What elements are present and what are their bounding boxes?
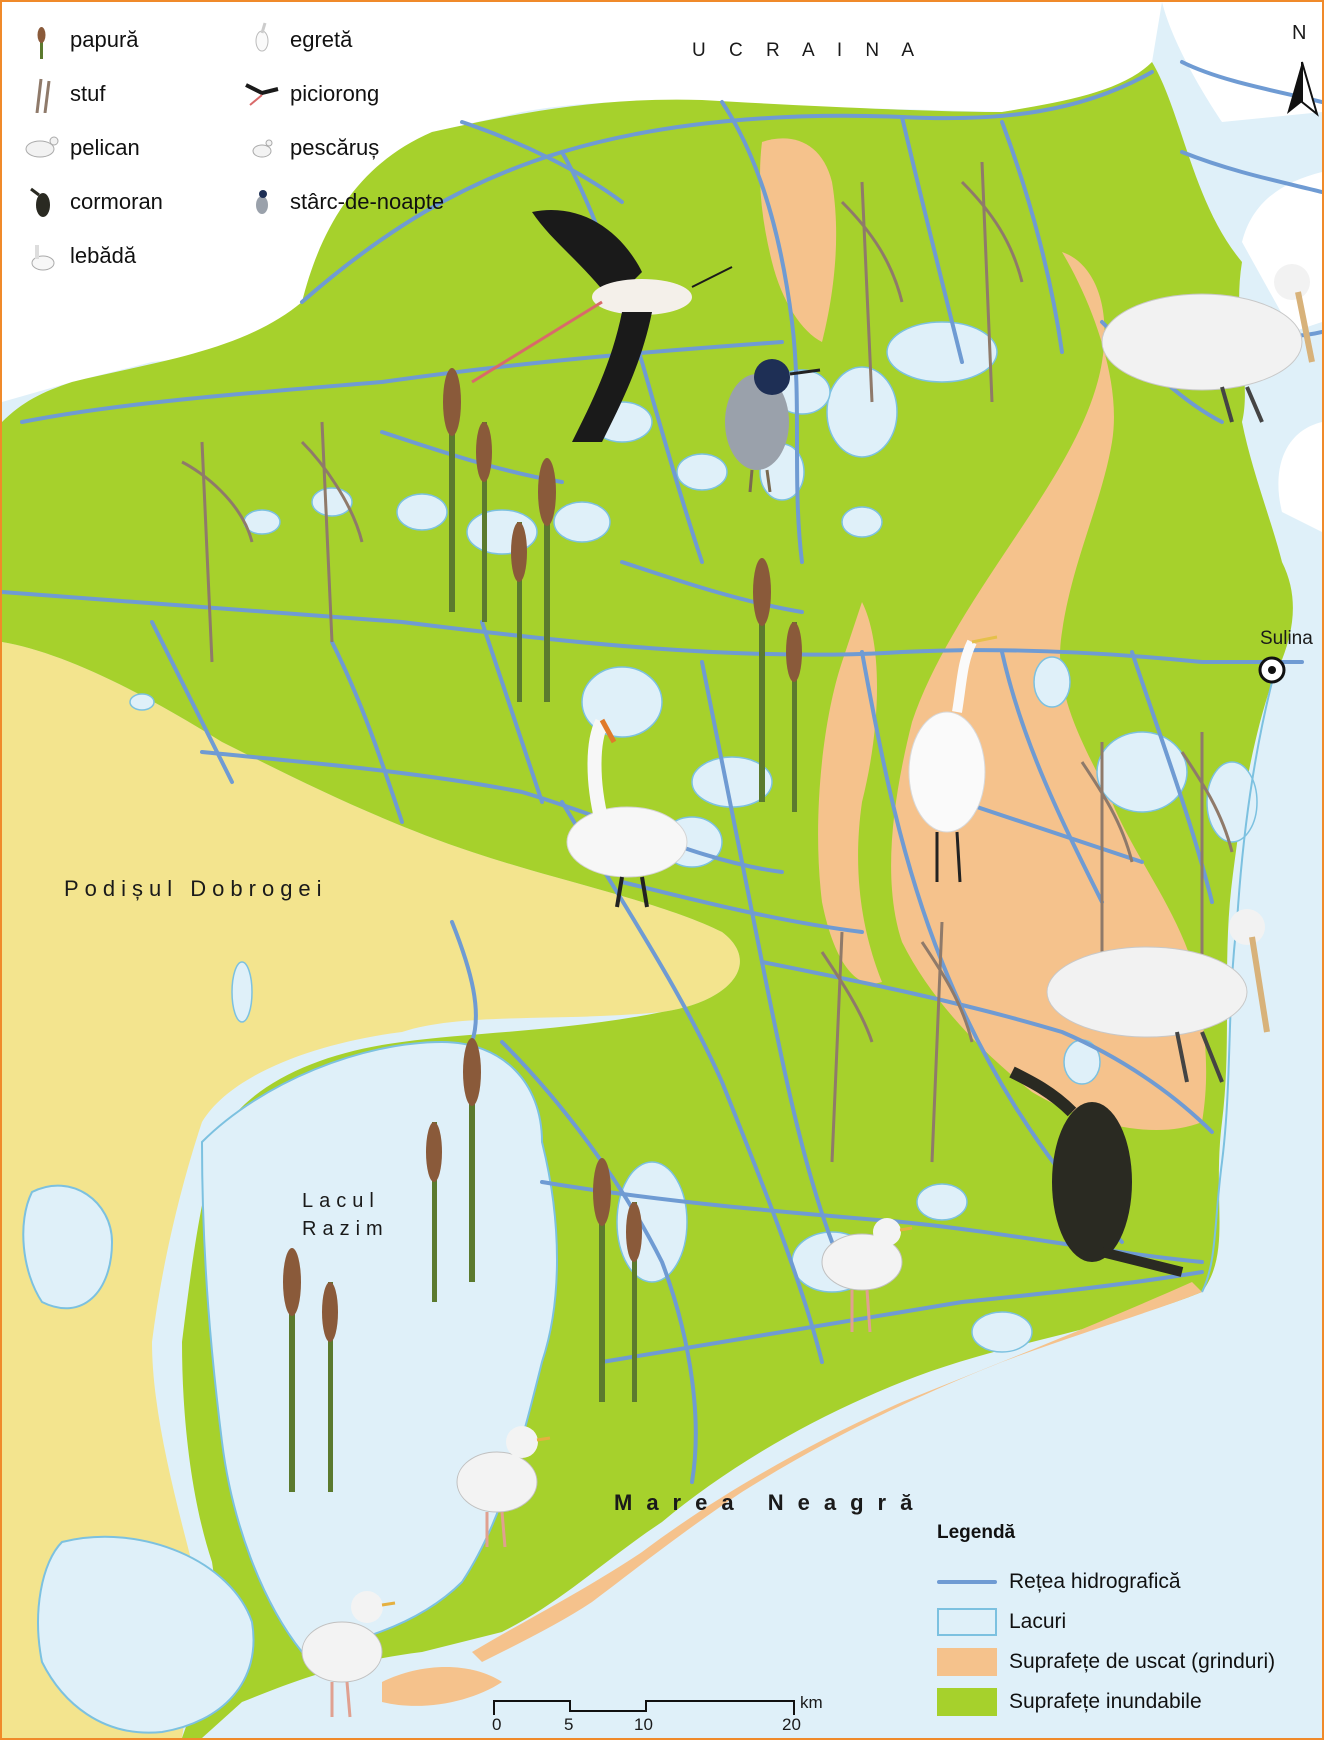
cormorant-icon xyxy=(22,182,62,222)
species-item: cormoran xyxy=(22,182,163,222)
egret-icon xyxy=(242,20,282,60)
scale-tick-5: 5 xyxy=(564,1715,574,1734)
cattail-icon xyxy=(22,20,62,60)
legend-row-lake: Lacuri xyxy=(937,1602,1322,1642)
cormorant-bird xyxy=(1009,1066,1184,1277)
species-item: lebădă xyxy=(22,236,136,276)
pelican-bird-1 xyxy=(1101,264,1315,423)
gull-icon xyxy=(242,128,282,168)
species-label: cormoran xyxy=(70,189,163,214)
plateau-dobrogea xyxy=(2,642,740,1738)
wetland-swatch xyxy=(937,1688,997,1716)
species-label: pescăruș xyxy=(290,135,380,160)
east-white-land-2 xyxy=(1278,422,1322,532)
species-label: pelican xyxy=(70,135,140,160)
scale-tick-20: 20 xyxy=(782,1715,801,1734)
stilt-bird xyxy=(471,210,733,442)
night-heron-bird xyxy=(725,359,821,493)
dryland-swatch xyxy=(937,1648,997,1676)
river-swatch xyxy=(937,1580,997,1584)
scale-unit: km xyxy=(800,1693,823,1712)
scale-tick-0: 0 xyxy=(492,1715,502,1734)
legend-label: Lacuri xyxy=(1009,1610,1067,1633)
sulina-marker xyxy=(1258,656,1286,684)
legend-label: Suprafețe inundabile xyxy=(1009,1690,1202,1713)
lake-swatch xyxy=(937,1608,997,1636)
dryland-letea xyxy=(760,138,837,342)
legend-title: Legendă xyxy=(937,1522,1016,1543)
species-label: egretă xyxy=(290,27,353,52)
plateau-label: Podișul Dobrogei xyxy=(64,876,328,901)
species-item: stârc-de-noapte xyxy=(242,182,444,222)
lake-label-line1: Lacul xyxy=(302,1190,380,1212)
swan-icon xyxy=(22,236,62,276)
species-item: papură xyxy=(22,20,139,60)
pelican-icon xyxy=(22,128,62,168)
gull-bird-1 xyxy=(821,1218,913,1333)
species-item: stuf xyxy=(22,74,105,114)
legend-label: Suprafețe de uscat (grinduri) xyxy=(1009,1650,1276,1673)
lake-sinoe xyxy=(37,1535,255,1734)
species-label: papură xyxy=(70,27,139,52)
species-label: lebădă xyxy=(70,243,137,268)
species-item: pelican xyxy=(22,128,140,168)
legend-label: Rețea hidrografică xyxy=(1009,1570,1181,1593)
dryland-south xyxy=(382,1667,502,1706)
scale-tick-10: 10 xyxy=(634,1715,653,1734)
dryland-coast xyxy=(472,1282,1202,1662)
stilt-icon xyxy=(242,74,282,114)
north-arrow-icon xyxy=(1287,61,1319,117)
reed-icon xyxy=(22,74,62,114)
species-item: piciorong xyxy=(242,74,379,114)
species-label: piciorong xyxy=(290,81,380,106)
legend-row-river: Rețea hidrografică xyxy=(937,1562,1322,1602)
lake-west-1 xyxy=(22,1184,114,1310)
gull-bird-3 xyxy=(301,1591,396,1718)
swan-bird xyxy=(566,718,688,908)
ukraine-bank xyxy=(2,2,1162,402)
night-heron-icon xyxy=(242,182,282,222)
legend-row-dryland: Suprafețe de uscat (grinduri) xyxy=(937,1642,1322,1682)
species-label: stârc-de-noapte xyxy=(290,189,445,214)
species-legend: papură stuf pelican cormoran lebădă xyxy=(22,20,492,290)
dryland-central xyxy=(818,602,882,984)
scale-bar: 0 5 10 20 km xyxy=(492,1693,832,1738)
reed-decorations xyxy=(181,161,1234,1163)
egret-bird xyxy=(908,635,998,883)
scale-bar-line xyxy=(493,1700,795,1715)
cattail-decorations xyxy=(283,368,802,1492)
species-item: egretă xyxy=(242,20,352,60)
town-label: Sulina xyxy=(1260,628,1313,649)
species-label: stuf xyxy=(70,81,106,106)
gull-bird-2 xyxy=(456,1426,551,1548)
lake-label-line2: Razim xyxy=(302,1218,389,1240)
north-white-land xyxy=(2,2,1322,122)
species-item: pescăruș xyxy=(242,128,379,168)
sea-label: Marea Neagră xyxy=(614,1490,927,1515)
pelican-bird-2 xyxy=(1046,909,1270,1083)
north-label: N xyxy=(1292,22,1307,44)
map-legend: Legendă Rețea hidrografică Lacuri Supraf… xyxy=(937,1522,1322,1738)
legend-row-wetland: Suprafețe inundabile xyxy=(937,1682,1322,1722)
country-label: U C R A I N A xyxy=(692,40,924,61)
bird-decorations xyxy=(301,210,1315,1718)
